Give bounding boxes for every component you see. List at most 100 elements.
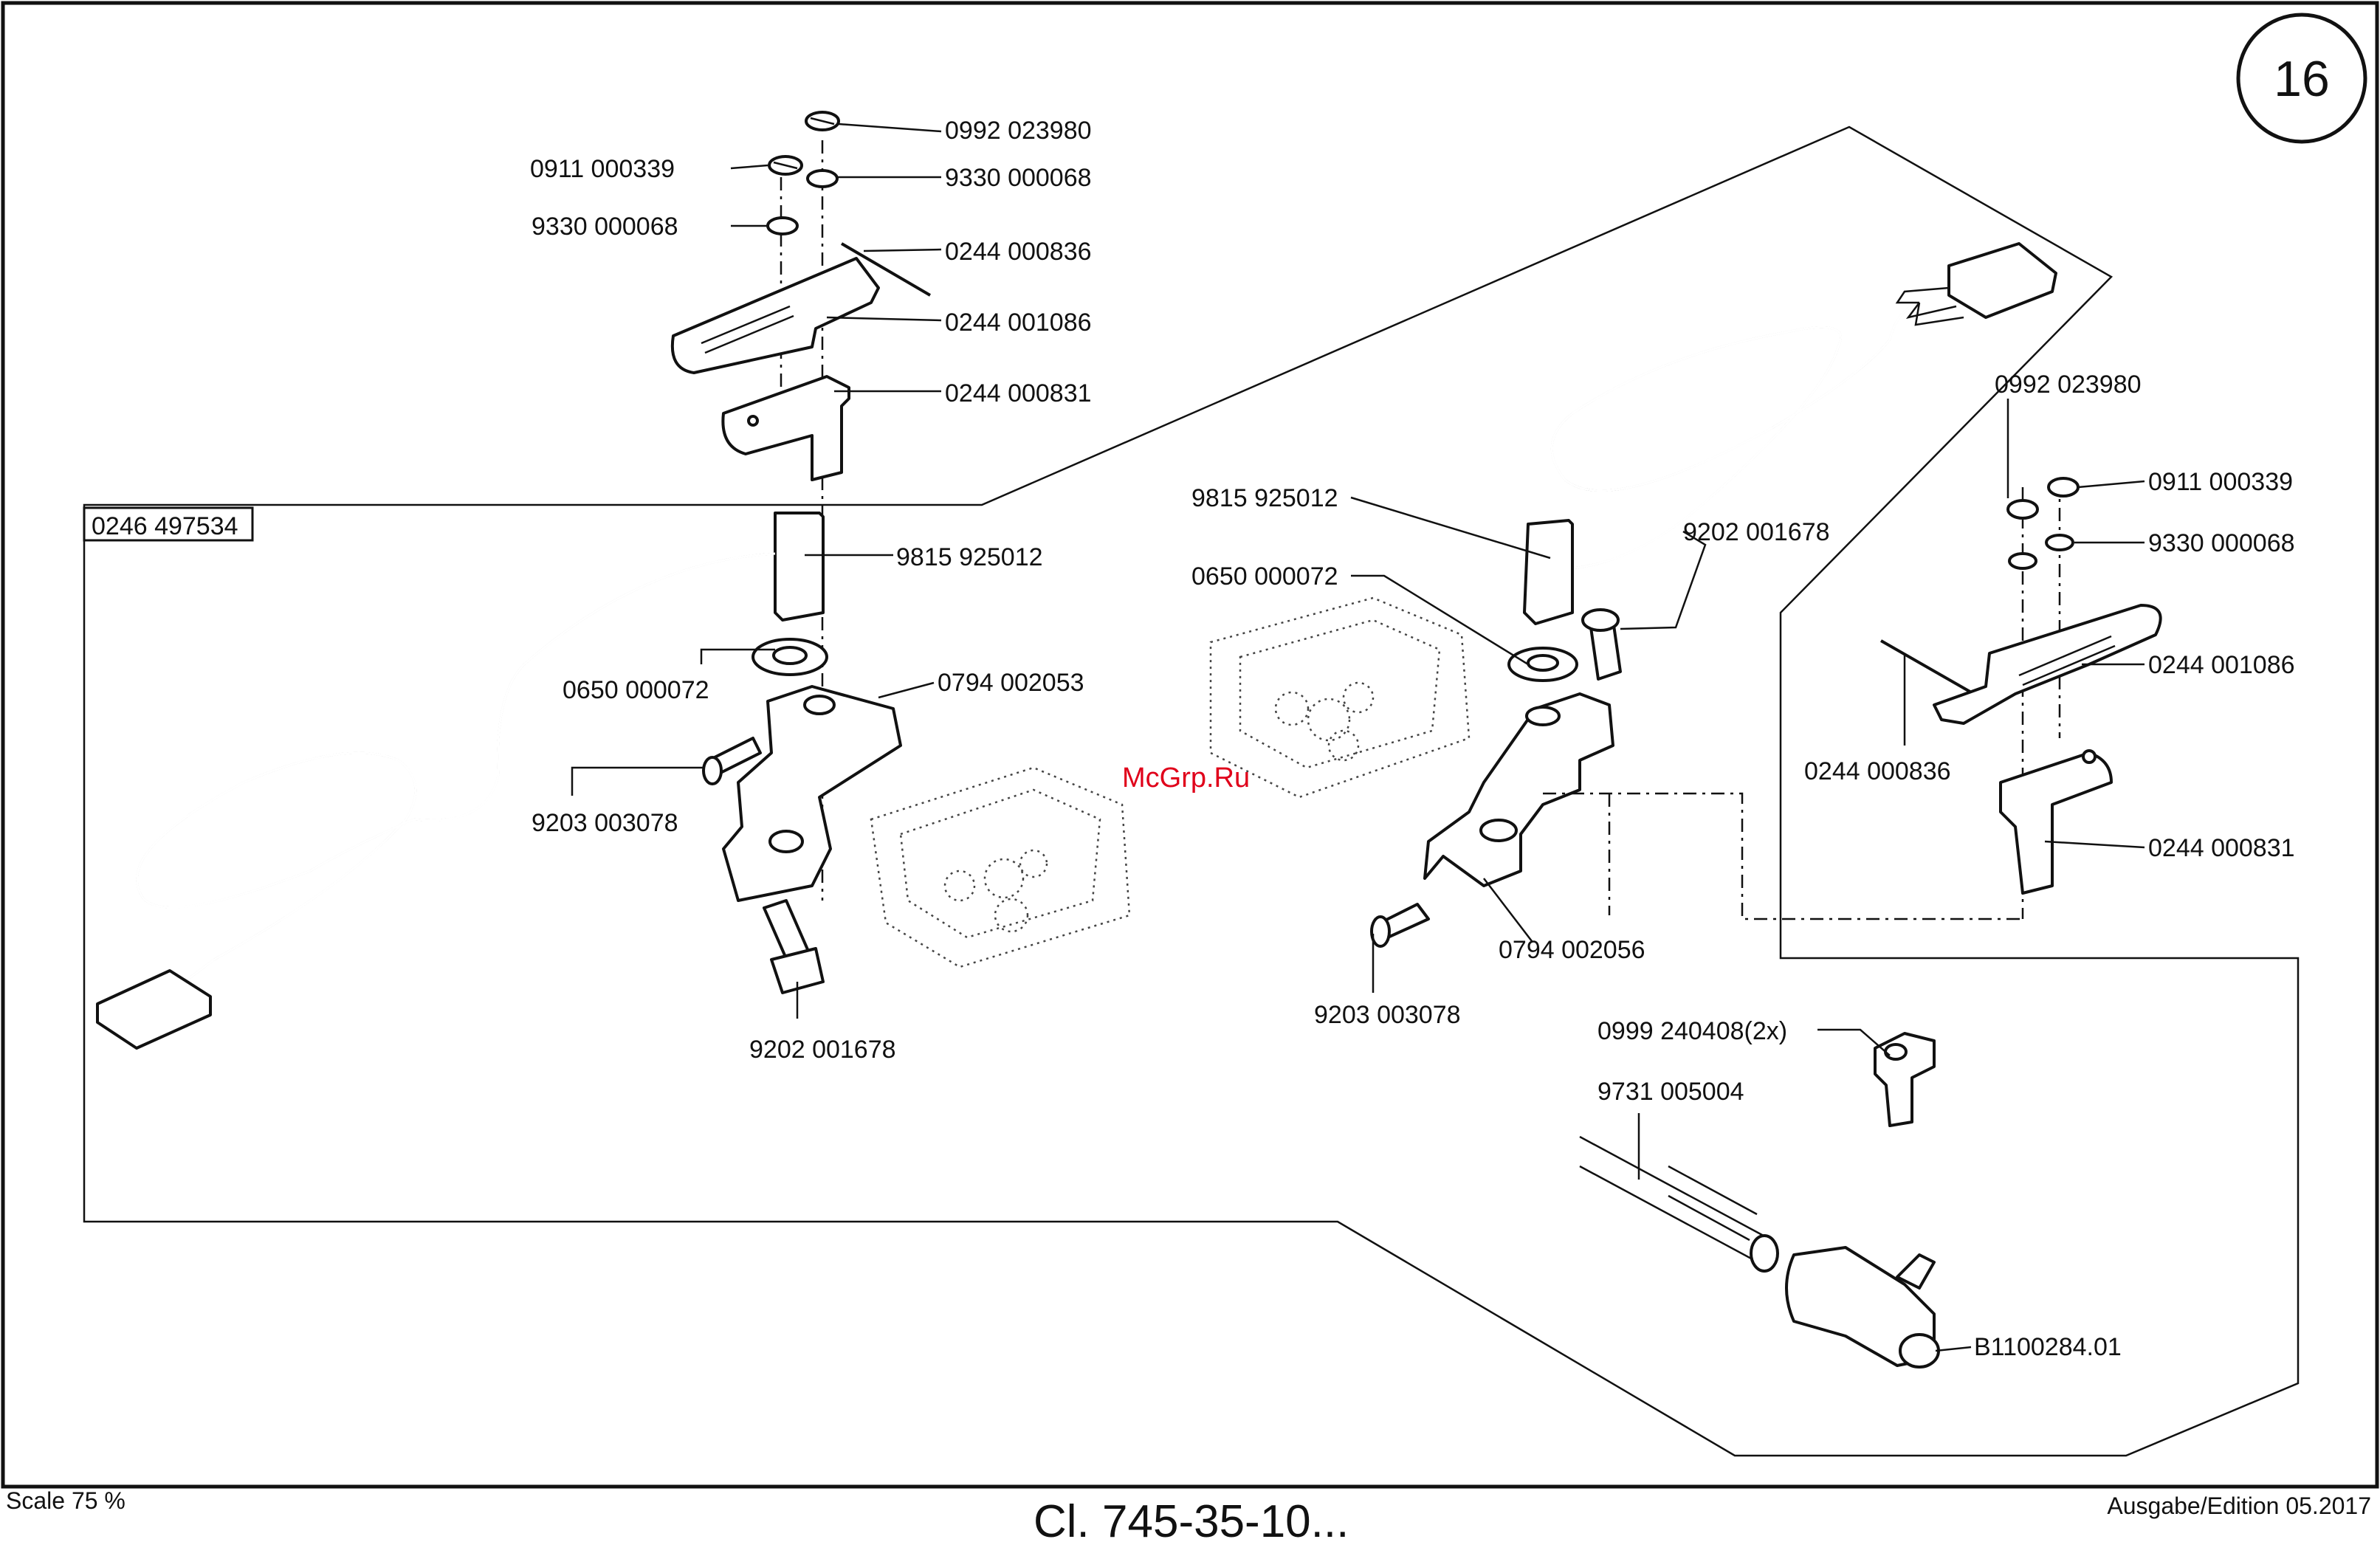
plate-slot — [2018, 635, 2112, 677]
leader — [2044, 840, 2145, 849]
leader — [826, 316, 942, 322]
holder-a-hole — [803, 695, 836, 715]
holder-a-hole — [768, 830, 804, 853]
leader — [700, 648, 775, 664]
hook-base-a — [870, 766, 1131, 968]
hook-hole — [1327, 729, 1360, 762]
leader — [863, 248, 942, 252]
screw-slot — [810, 117, 835, 125]
bracket-hole — [2082, 749, 2097, 764]
part-label: 0244 000836 — [945, 238, 1092, 266]
page-number: 16 — [2274, 51, 2330, 107]
plate-slot — [701, 305, 791, 345]
hose-d — [1579, 1135, 1772, 1242]
part-label: 0650 000072 — [563, 676, 709, 704]
part-label: 0992 023980 — [1995, 371, 2142, 399]
part-label: 9202 001678 — [749, 1036, 896, 1064]
hook-hole — [943, 870, 976, 902]
sensor-b — [1523, 519, 1574, 625]
hose-d-end — [1750, 1234, 1779, 1273]
screw-b-side-head — [1370, 915, 1391, 948]
screw-head-c — [2006, 499, 2039, 520]
screw-a-side-head — [702, 756, 723, 785]
edition-note: Ausgabe/Edition 05.2017 — [2107, 1493, 2371, 1519]
leader — [1483, 878, 1533, 942]
washer-c2 — [2045, 534, 2074, 551]
part-label: 9203 003078 — [532, 809, 678, 837]
part-label: 0911 000339 — [530, 155, 675, 183]
part-label: 9202 001678 — [1683, 518, 1830, 546]
bracket-c — [1999, 751, 2113, 895]
holder-b-hole — [1479, 819, 1518, 842]
part-label: 0650 000072 — [1191, 562, 1338, 591]
leader — [838, 123, 942, 133]
bracket-hole — [747, 415, 759, 427]
hook-base-a-inner — [899, 788, 1101, 939]
part-label: 0244 000836 — [1804, 757, 1951, 785]
page-number-circle — [2236, 13, 2367, 144]
leader — [1817, 1028, 1891, 1056]
part-label: 0794 002053 — [938, 669, 1084, 697]
part-label: B1100284.01 — [1974, 1333, 2122, 1361]
plate-slot — [2022, 644, 2116, 686]
leader — [1351, 574, 1529, 666]
part-label: 9330 000068 — [532, 213, 678, 241]
watermark: McGrp.Ru — [1122, 762, 1250, 794]
part-label: 9330 000068 — [945, 164, 1092, 192]
connector-b — [1947, 242, 2057, 319]
leader — [571, 766, 705, 796]
hook-hole — [1274, 691, 1310, 726]
wire-bundle-b — [1895, 286, 1964, 326]
part-label: 9330 000068 — [2148, 529, 2295, 557]
model-number: Cl. 745-35-10... — [1033, 1496, 1349, 1547]
plate-a — [670, 257, 880, 374]
plate-slot — [704, 314, 794, 354]
hook-hole — [1307, 698, 1351, 742]
holder-b — [1423, 692, 1614, 887]
part-label: 9815 925012 — [1191, 484, 1338, 512]
pin-a — [840, 242, 932, 297]
washer-a-left — [766, 216, 799, 235]
bracket-a — [721, 375, 850, 481]
holder-b-hole — [1525, 706, 1561, 726]
hose-d-fill — [1668, 1165, 1758, 1242]
screw-b-top-head — [1581, 608, 1620, 632]
scale-note: Scale 75 % — [6, 1487, 125, 1514]
holder-a — [722, 685, 902, 902]
ring-a-hole — [772, 646, 808, 665]
cable-b-inner — [1550, 301, 1920, 570]
cable-a-inner — [136, 552, 776, 983]
part-label: 0911 000339 — [2148, 468, 2293, 496]
part-label: 0244 000831 — [2148, 834, 2295, 862]
washer-c — [2008, 552, 2037, 570]
leader — [730, 164, 768, 170]
kit-label-box — [83, 506, 254, 542]
part-label: 0999 240408(2x) — [1597, 1017, 1787, 1045]
hook-hole — [994, 898, 1029, 933]
hose-d — [1579, 1165, 1772, 1271]
axis-bc — [1543, 792, 2023, 920]
part-label: 0992 023980 — [945, 117, 1092, 145]
ring-b-hole — [1527, 654, 1559, 672]
part-label: 0244 001086 — [2148, 651, 2295, 679]
screw-head-c2 — [2047, 477, 2080, 498]
leader — [1350, 496, 1551, 560]
leader — [1620, 530, 1707, 630]
kit-outline — [83, 125, 2300, 1457]
part-label: 9731 005004 — [1597, 1078, 1744, 1106]
part-label: 9203 003078 — [1314, 1001, 1461, 1029]
hook-base-b-inner — [1239, 619, 1441, 769]
connector-a — [96, 969, 212, 1050]
part-label: 0794 002056 — [1499, 936, 1645, 964]
screw-a-bottom-head — [770, 947, 825, 994]
leader — [1935, 1346, 1972, 1352]
washer-a-top — [806, 169, 839, 188]
hook-hole — [1019, 849, 1048, 878]
valve-d-port — [1899, 1333, 1940, 1369]
valve-d — [1785, 1246, 1936, 1367]
hook-hole — [983, 858, 1025, 899]
leader — [878, 681, 935, 699]
screw-slot — [773, 161, 798, 170]
